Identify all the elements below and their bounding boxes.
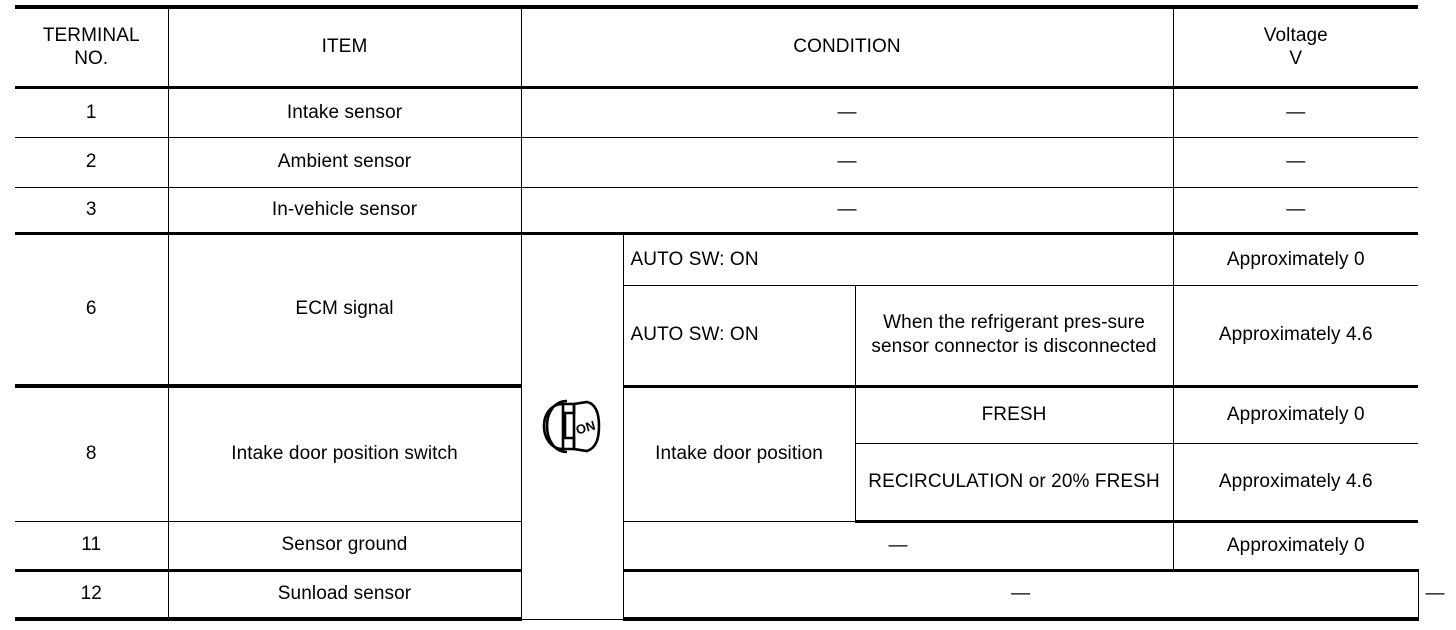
cell-item: Ambient sensor: [167, 136, 522, 188]
cell-voltage: Approximately 0: [1172, 232, 1419, 286]
cell-voltage: Approximately 0: [1172, 520, 1419, 572]
cell-condition-group-label: Intake door position: [622, 385, 856, 522]
cell-voltage: —: [1172, 186, 1419, 235]
cell-condition: —: [622, 520, 1174, 572]
cell-item: Intake sensor: [167, 86, 522, 138]
cell-terminal-no: 2: [15, 136, 169, 188]
table-row: 8 Intake door position switch Intake doo…: [15, 384, 1419, 522]
cell-condition: —: [520, 86, 1174, 138]
table-row: 3 In-vehicle sensor — —: [15, 186, 1419, 235]
header-voltage-line2: V: [1289, 48, 1303, 70]
header-terminal-no: TERMINAL NO.: [15, 5, 169, 89]
cell-condition-auto-sw: AUTO SW: ON: [622, 232, 1174, 286]
cell-terminal-no: 6: [15, 232, 169, 387]
cell-terminal-no: 3: [15, 186, 169, 235]
cell-condition-auto-sw: AUTO SW: ON: [622, 284, 856, 388]
cell-terminal-no: 12: [15, 569, 169, 621]
svg-text:ON: ON: [574, 417, 597, 437]
cell-condition: —: [520, 136, 1174, 188]
ignition-switch-on-icon: ON: [542, 399, 601, 453]
terminal-voltage-table: TERMINAL NO. ITEM CONDITION Voltage V 1 …: [15, 5, 1445, 621]
cell-item: ECM signal: [167, 232, 522, 387]
table-row: 2 Ambient sensor — —: [15, 136, 1419, 188]
cell-item: Intake door position switch: [167, 384, 522, 522]
cell-item: Sunload sensor: [167, 569, 522, 621]
cell-voltage: Approximately 4.6: [1172, 284, 1419, 388]
cell-voltage: —: [1172, 86, 1419, 138]
cell-condition-detail: RECIRCULATION or 20% FRESH: [854, 442, 1174, 523]
cell-terminal-no: 1: [15, 86, 169, 138]
table-header-row: TERMINAL NO. ITEM CONDITION Voltage V: [15, 5, 1419, 89]
header-terminal-no-line1: TERMINAL: [42, 24, 140, 46]
table-row: 1 Intake sensor — —: [15, 86, 1419, 138]
ignition-switch-on-cell: ON: [520, 232, 624, 620]
table-row: 6 ECM signal ON: [15, 232, 1419, 620]
cell-condition-detail: When the refrigerant pres-sure sensor co…: [854, 284, 1174, 388]
header-voltage-line1: Voltage: [1263, 24, 1328, 46]
cell-condition: —: [622, 569, 1419, 621]
cell-item: Sensor ground: [167, 520, 522, 572]
cell-condition-detail: FRESH: [854, 385, 1174, 444]
header-terminal-no-line2: NO.: [74, 48, 109, 70]
cell-condition: —: [520, 186, 1174, 235]
cell-item: In-vehicle sensor: [167, 186, 522, 235]
table-row: RECIRCULATION or 20% FRESH Approximately…: [15, 442, 1419, 523]
cell-terminal-no: 8: [15, 384, 169, 522]
cell-voltage: Approximately 0: [1172, 385, 1419, 444]
cell-voltage: —: [1172, 136, 1419, 188]
header-voltage: Voltage V: [1172, 5, 1419, 89]
header-condition: CONDITION: [520, 5, 1174, 89]
header-item: ITEM: [167, 5, 522, 89]
table-row: 12 Sunload sensor — —: [15, 569, 1445, 621]
table-row: AUTO SW: ON When the refrigerant pres-su…: [15, 284, 1419, 388]
cell-voltage: Approximately 4.6: [1172, 442, 1419, 523]
cell-terminal-no: 11: [15, 520, 169, 572]
table-row: 11 Sensor ground — Approximately 0: [15, 520, 1419, 572]
